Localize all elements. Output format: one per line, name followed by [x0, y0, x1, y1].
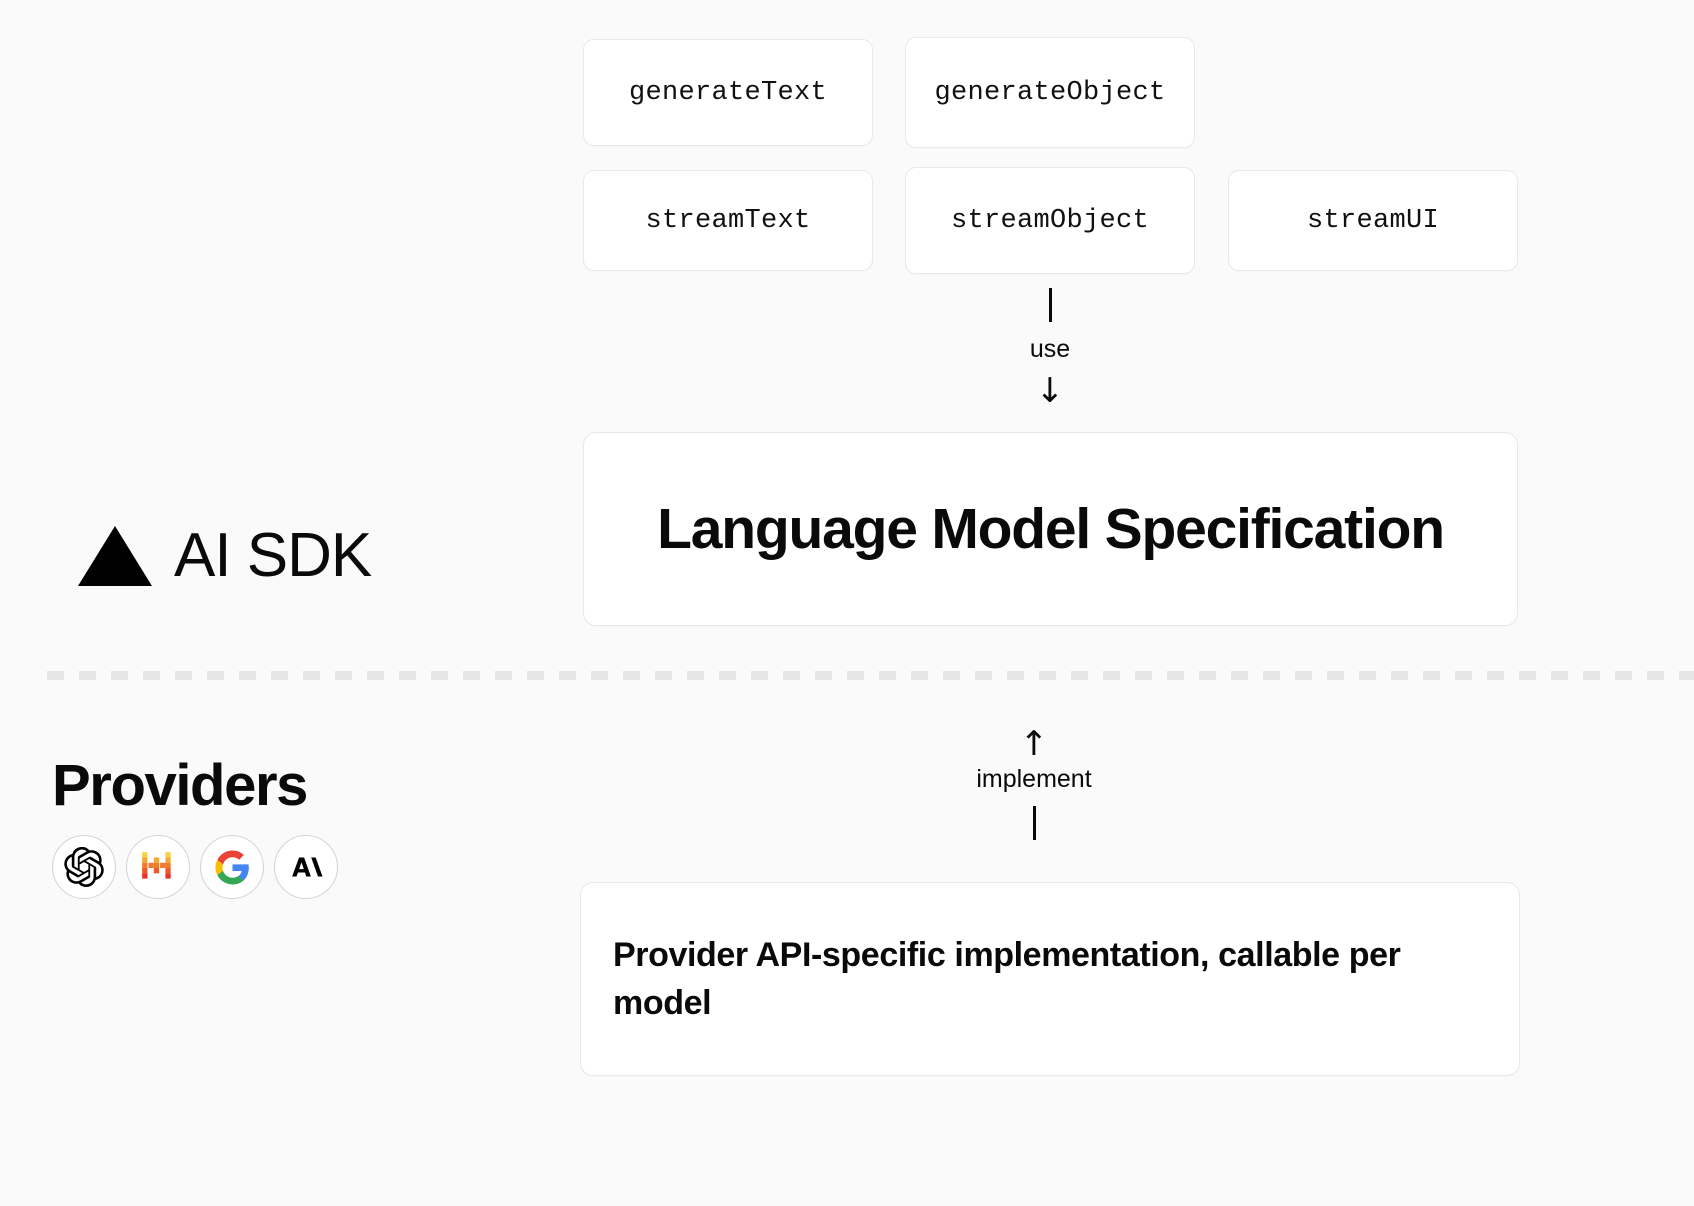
vercel-triangle-icon: [78, 526, 152, 586]
arrow-down-icon: ↓: [1035, 371, 1065, 411]
connector-implement: ↑ implement: [963, 727, 1105, 840]
provider-icon-anthropic[interactable]: [274, 835, 338, 899]
function-card-stream-object[interactable]: streamObject: [905, 167, 1195, 274]
ai-sdk-brand-label: AI SDK: [174, 521, 372, 590]
providers-title: Providers: [52, 753, 308, 818]
function-card-generate-text[interactable]: generateText: [583, 39, 873, 146]
function-card-stream-text[interactable]: streamText: [583, 170, 873, 271]
function-card-stream-ui[interactable]: streamUI: [1228, 170, 1518, 271]
openai-logo-icon: [64, 847, 104, 887]
provider-implementation-box[interactable]: Provider API-specific implementation, ca…: [580, 882, 1520, 1076]
arrow-up-icon: ↑: [1019, 724, 1049, 764]
ai-sdk-brand: AI SDK: [78, 521, 372, 590]
google-logo-icon: [215, 850, 249, 884]
language-model-specification-box[interactable]: Language Model Specification: [583, 432, 1518, 626]
function-card-label: streamObject: [950, 205, 1150, 236]
language-model-specification-label: Language Model Specification: [657, 497, 1445, 561]
function-card-label: generateObject: [934, 77, 1166, 108]
provider-icon-mistral[interactable]: [126, 835, 190, 899]
connector-line-top: [1048, 288, 1052, 322]
connector-implement-label: implement: [976, 765, 1092, 793]
function-card-generate-object[interactable]: generateObject: [905, 37, 1195, 148]
providers-block: Providers: [52, 757, 338, 899]
function-card-label: generateText: [628, 77, 828, 108]
section-divider: [47, 671, 1694, 680]
mistral-logo-icon: [142, 852, 171, 879]
provider-icon-google[interactable]: [200, 835, 264, 899]
function-card-label: streamUI: [1306, 205, 1440, 236]
connector-use-label: use: [1029, 335, 1071, 363]
provider-icon-openai[interactable]: [52, 835, 116, 899]
provider-icon-list: [52, 835, 338, 899]
connector-line-bottom: [1032, 806, 1036, 840]
function-card-label: streamText: [645, 205, 811, 236]
provider-implementation-label: Provider API-specific implementation, ca…: [613, 935, 1401, 1022]
connector-use: use ↓: [1000, 288, 1100, 408]
anthropic-logo-icon: [292, 857, 323, 877]
